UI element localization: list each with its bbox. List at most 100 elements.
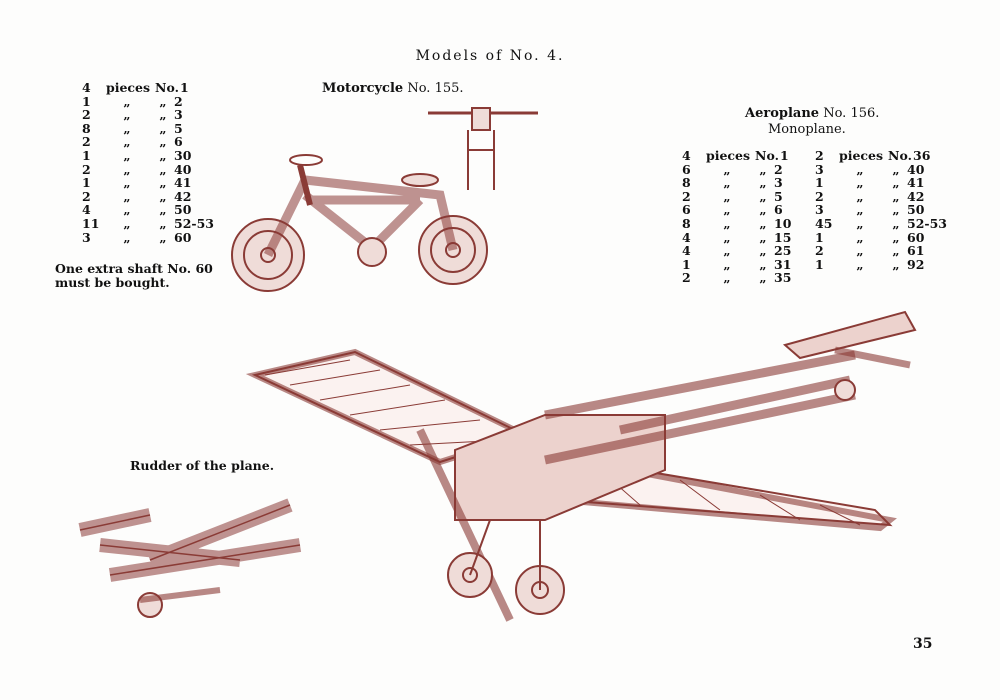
part-number: 50: [907, 202, 925, 218]
part-no-label: „: [159, 215, 167, 231]
part-no-label: „: [892, 188, 900, 204]
part-no-label: „: [159, 134, 167, 150]
parts-row: 2„„40: [82, 161, 214, 177]
part-no-label: „: [892, 243, 900, 259]
part-number: 41: [907, 175, 925, 191]
part-number: 35: [774, 270, 792, 286]
part-number: 41: [174, 175, 192, 191]
part-quantity: 1: [82, 147, 91, 163]
part-quantity: 8: [682, 215, 691, 231]
part-number: 30: [174, 147, 192, 163]
motorcycle-name: Motorcycle: [322, 81, 404, 96]
part-no-label: „: [892, 202, 900, 218]
motorcycle-heading: Motorcycle No. 155.: [322, 81, 464, 96]
part-no-label: „: [759, 256, 767, 272]
part-unit: „: [123, 161, 131, 177]
part-quantity: 1: [815, 256, 824, 272]
part-no-label: „: [159, 147, 167, 163]
parts-row: 2„„5: [682, 190, 791, 204]
part-unit: „: [123, 175, 131, 191]
motorcycle-number: No. 155.: [407, 81, 464, 96]
part-no-label: „: [759, 188, 767, 204]
parts-row: 1„„31: [682, 258, 791, 272]
part-number: 3: [174, 107, 183, 123]
part-quantity: 2: [82, 161, 91, 177]
parts-row: 8„„10: [682, 217, 791, 231]
part-quantity: 2: [682, 188, 691, 204]
part-no-label: No.: [888, 148, 912, 163]
parts-row: 1„„2: [82, 93, 214, 109]
part-quantity: 8: [682, 175, 691, 191]
part-no-label: No.: [755, 148, 779, 163]
part-quantity: 3: [815, 202, 824, 218]
parts-row: 2„„3: [82, 108, 214, 122]
part-unit: „: [723, 161, 731, 177]
page-title: Models of No. 4.: [415, 48, 565, 64]
parts-row: 1„„41: [815, 176, 947, 190]
rudder-illustration: [78, 498, 302, 618]
part-no-label: No.: [155, 80, 179, 95]
part-number: 31: [774, 256, 792, 272]
part-no-label: „: [759, 270, 767, 286]
handlebar-detail-illustration: [428, 107, 538, 190]
part-number: 2: [774, 161, 783, 177]
part-no-label: „: [159, 229, 167, 245]
part-quantity: 8: [82, 120, 91, 136]
part-unit: „: [123, 120, 131, 136]
part-quantity: 3: [815, 161, 824, 177]
part-no-label: „: [159, 175, 167, 191]
part-quantity: 1: [815, 229, 824, 245]
part-no-label: „: [759, 215, 767, 231]
parts-row: 3„„50: [815, 203, 947, 217]
part-no-label: „: [892, 215, 900, 231]
parts-row: 4„„15: [682, 229, 792, 245]
part-unit: „: [856, 215, 864, 231]
part-unit: pieces: [705, 148, 751, 163]
part-no-label: „: [892, 175, 900, 191]
part-quantity: 2: [682, 270, 691, 286]
part-quantity: 4: [682, 243, 691, 259]
part-unit: „: [723, 229, 731, 245]
parts-row: 2„„42: [82, 190, 214, 204]
part-no-label: „: [159, 120, 167, 136]
part-quantity: 45: [815, 215, 833, 231]
part-unit: „: [123, 147, 131, 163]
part-number: 15: [774, 229, 792, 245]
part-number: 2: [174, 93, 183, 109]
part-number: 3: [774, 175, 783, 191]
rudder-caption: Rudder of the plane.: [130, 458, 275, 473]
part-number: 52-53: [174, 215, 214, 231]
part-quantity: 11: [82, 215, 100, 231]
part-quantity: 1: [682, 256, 691, 272]
note-line: One extra shaft No. 60: [55, 261, 213, 276]
part-quantity: 2: [82, 134, 91, 150]
motorcycle-note: One extra shaft No. 60 must be bought.: [55, 262, 213, 290]
parts-row: 2„„35: [682, 271, 791, 285]
parts-row: 1 „ „ 30: [82, 149, 214, 163]
part-number: 10: [774, 215, 792, 231]
part-number: 5: [174, 120, 183, 136]
parts-row: 6„„2: [682, 161, 791, 177]
part-unit: „: [856, 229, 864, 245]
part-no-label: „: [759, 202, 767, 218]
part-number: 60: [907, 229, 925, 245]
note-line: must be bought.: [55, 275, 170, 290]
part-no-label: „: [159, 107, 167, 123]
aeroplane-subtitle: Monoplane.: [768, 122, 846, 137]
parts-row: 4„„50: [82, 203, 214, 217]
part-unit: „: [723, 188, 731, 204]
part-no-label: „: [759, 243, 767, 259]
part-number: 61: [907, 243, 925, 259]
part-unit: „: [723, 202, 731, 218]
parts-row: 1„„60: [815, 229, 947, 245]
part-number: 6: [174, 134, 183, 150]
part-quantity: 2: [82, 107, 91, 123]
part-number: 40: [907, 161, 925, 177]
part-unit: „: [723, 243, 731, 259]
part-quantity: 2: [815, 188, 824, 204]
part-number: 1: [180, 80, 189, 95]
part-no-label: „: [892, 161, 900, 177]
